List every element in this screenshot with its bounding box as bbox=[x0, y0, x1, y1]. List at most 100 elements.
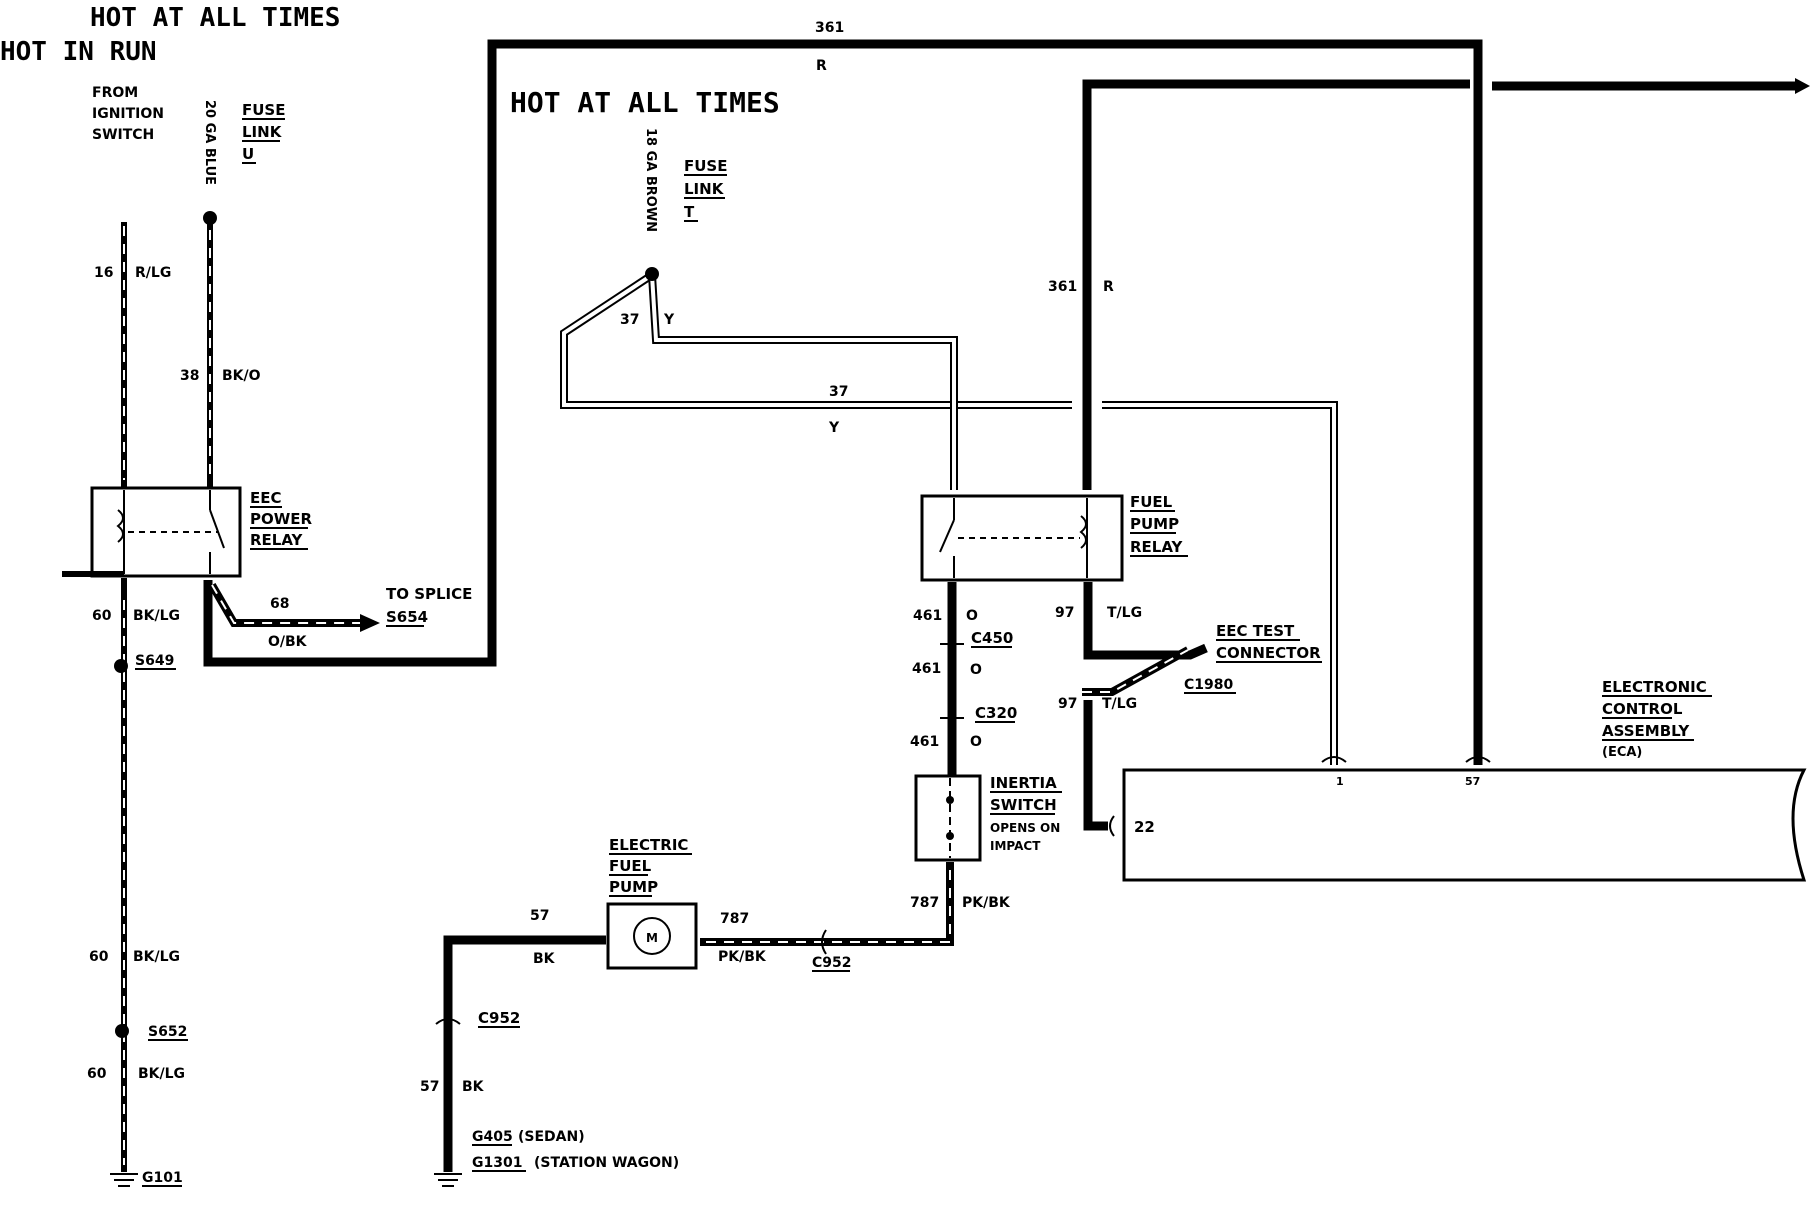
svg-text:FUEL: FUEL bbox=[1130, 493, 1173, 511]
eca-label: ELECTRONIC CONTROL ASSEMBLY (ECA) bbox=[1602, 678, 1712, 760]
svg-text:INERTIA: INERTIA bbox=[990, 774, 1057, 792]
wire-68-o-bk bbox=[208, 582, 368, 627]
eec-power-relay bbox=[90, 486, 242, 578]
connector-c450-label: C450 bbox=[971, 629, 1013, 647]
svg-text:RELAY: RELAY bbox=[1130, 538, 1184, 556]
svg-text:IMPACT: IMPACT bbox=[990, 839, 1041, 853]
wire-60-number-a: 60 bbox=[92, 608, 112, 624]
svg-text:PUMP: PUMP bbox=[609, 878, 658, 896]
wire-37-number-a: 37 bbox=[620, 312, 639, 328]
wire-57-bk bbox=[443, 935, 606, 1172]
header-hot-in-run: HOT IN RUN bbox=[0, 37, 157, 67]
svg-text:PUMP: PUMP bbox=[1130, 515, 1179, 533]
eec-test-connector-label: EEC TEST CONNECTOR bbox=[1216, 622, 1322, 663]
connector-c952-label-b: C952 bbox=[478, 1009, 520, 1027]
connector-c320-label: C320 bbox=[975, 704, 1017, 722]
wire-361-top-number: 361 bbox=[815, 20, 844, 36]
svg-text:RELAY: RELAY bbox=[250, 531, 304, 549]
svg-text:ELECTRIC: ELECTRIC bbox=[609, 836, 688, 854]
fuse-link-u-label: FUSE LINK U bbox=[242, 101, 285, 164]
eca-pin-57: 57 bbox=[1465, 775, 1480, 788]
wire-787-number-a: 787 bbox=[910, 895, 939, 911]
wire-68-arrow bbox=[360, 614, 380, 632]
wire-787-color-a: PK/BK bbox=[962, 895, 1011, 911]
splice-s649-label: S649 bbox=[135, 653, 174, 669]
fuse-link-t-terminal bbox=[645, 267, 659, 281]
wire-461-number-c: 461 bbox=[910, 734, 939, 750]
electronic-control-assembly bbox=[1122, 768, 1807, 882]
inertia-switch bbox=[914, 774, 982, 862]
wire-97-color-b: T/LG bbox=[1102, 696, 1137, 712]
ground-g1301-label: G1301 bbox=[472, 1155, 522, 1171]
wire-461-number-a: 461 bbox=[913, 608, 942, 624]
header-hot-at-all-times-mid: HOT AT ALL TIMES bbox=[510, 86, 780, 119]
splice-s652-dot bbox=[115, 1024, 129, 1038]
svg-text:ASSEMBLY: ASSEMBLY bbox=[1602, 722, 1690, 740]
wire-60-color-b: BK/LG bbox=[133, 949, 180, 965]
wire-361-mid-number: 361 bbox=[1048, 279, 1077, 295]
svg-text:EEC TEST: EEC TEST bbox=[1216, 622, 1295, 640]
wire-18ga-brown-label: 18 GA BROWN bbox=[643, 128, 658, 232]
wire-361-mid-color: R bbox=[1103, 279, 1114, 295]
splice-s652-label: S652 bbox=[148, 1024, 187, 1040]
svg-text:FROM: FROM bbox=[92, 85, 138, 101]
wire-38-number: 38 bbox=[180, 368, 199, 384]
svg-text:LINK: LINK bbox=[684, 180, 725, 198]
svg-text:CONTROL: CONTROL bbox=[1602, 700, 1683, 718]
wire-97-to-eca bbox=[1083, 700, 1108, 831]
wire-38-color: BK/O bbox=[222, 368, 261, 384]
wire-60-number-c: 60 bbox=[87, 1066, 107, 1082]
wire-361-top-color: R bbox=[816, 58, 827, 74]
fuel-pump-relay bbox=[920, 494, 1124, 582]
connector-c1980-label: C1980 bbox=[1184, 677, 1233, 693]
svg-text:ELECTRONIC: ELECTRONIC bbox=[1602, 678, 1707, 696]
wire-60-color-a: BK/LG bbox=[133, 608, 180, 624]
wire-68-color: O/BK bbox=[268, 634, 308, 650]
fuel-pump-relay-label: FUEL PUMP RELAY bbox=[1130, 493, 1188, 557]
wire-60-number-b: 60 bbox=[89, 949, 109, 965]
wire-16-color: R/LG bbox=[135, 265, 171, 281]
ground-g405-label: G405 bbox=[472, 1129, 513, 1145]
wire-97-color-a: T/LG bbox=[1107, 605, 1142, 621]
svg-text:SWITCH: SWITCH bbox=[92, 127, 154, 143]
wire-97-number-a: 97 bbox=[1055, 605, 1074, 621]
wire-37-number-b: 37 bbox=[829, 384, 848, 400]
svg-text:FUSE: FUSE bbox=[684, 157, 727, 175]
wire-461-number-b: 461 bbox=[912, 661, 941, 677]
wire-57-number-b: 57 bbox=[420, 1079, 439, 1095]
eca-pin-22: 22 bbox=[1134, 818, 1155, 836]
connector-c952-mark-a bbox=[821, 929, 827, 955]
ground-g101-label: G101 bbox=[142, 1170, 183, 1186]
ground-g101-symbol bbox=[110, 1173, 138, 1187]
svg-text:IGNITION: IGNITION bbox=[92, 106, 164, 122]
fuse-link-u-terminal bbox=[203, 211, 217, 225]
svg-text:T: T bbox=[684, 203, 695, 221]
inertia-switch-label: INERTIA SWITCH OPENS ON IMPACT bbox=[990, 774, 1062, 853]
svg-text:SWITCH: SWITCH bbox=[990, 796, 1057, 814]
to-splice-label: TO SPLICE bbox=[386, 585, 472, 603]
wire-37-color-b: Y bbox=[828, 420, 840, 436]
wire-461-color-a: O bbox=[966, 608, 978, 624]
svg-text:CONNECTOR: CONNECTOR bbox=[1216, 644, 1321, 662]
wire-57-color-a: BK bbox=[533, 951, 556, 967]
wire-361-top-loop bbox=[203, 39, 1483, 765]
wire-97-to-test-connector bbox=[1083, 582, 1208, 660]
wire-68-number: 68 bbox=[270, 596, 289, 612]
from-ignition-switch-label: FROM IGNITION SWITCH bbox=[92, 85, 164, 143]
svg-text:EEC: EEC bbox=[250, 489, 282, 507]
wire-37-yellow bbox=[560, 271, 1338, 765]
wire-361-end-arrow bbox=[1795, 78, 1810, 94]
eca-pin-1: 1 bbox=[1336, 775, 1344, 788]
splice-s649-dot bbox=[114, 659, 128, 673]
wire-37-color-a: Y bbox=[663, 312, 675, 328]
wire-57-number-a: 57 bbox=[530, 908, 549, 924]
motor-symbol: M bbox=[646, 931, 658, 945]
connector-c952-label-a: C952 bbox=[812, 955, 852, 971]
wire-787-color-b: PK/BK bbox=[718, 949, 767, 965]
wire-57-color-b: BK bbox=[462, 1079, 485, 1095]
fuse-link-t-label: FUSE LINK T bbox=[684, 157, 727, 222]
electric-fuel-pump-label: ELECTRIC FUEL PUMP bbox=[609, 836, 692, 897]
wire-60-color-c: BK/LG bbox=[138, 1066, 185, 1082]
header-hot-at-all-times-top: HOT AT ALL TIMES bbox=[90, 3, 340, 33]
